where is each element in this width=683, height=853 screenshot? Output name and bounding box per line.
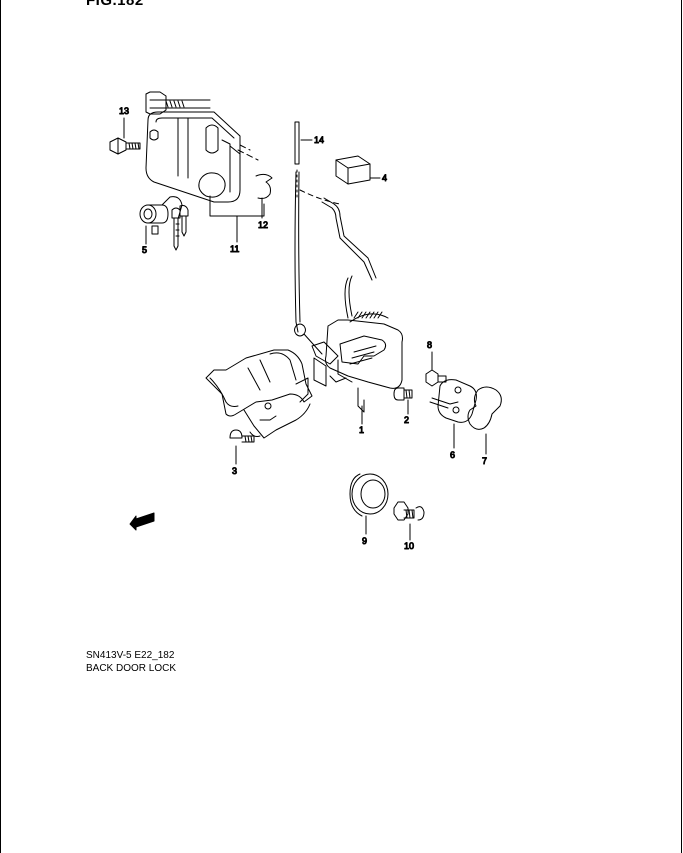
callout-1: 1 — [359, 425, 364, 435]
callout-8: 8 — [427, 340, 432, 350]
part-8-bolt — [425, 369, 447, 387]
part-1-latch — [311, 311, 403, 413]
part-12-gasket — [255, 173, 273, 199]
callout-5: 5 — [142, 245, 147, 255]
part-3-screw — [229, 429, 255, 443]
dash-rod — [299, 189, 341, 205]
part-5-key-cylinder — [139, 196, 189, 251]
part-2-screw — [393, 387, 413, 401]
callout-9: 9 — [362, 536, 367, 546]
diagram-code: SN413V-5 E22_182 — [86, 650, 175, 661]
part-4-pad — [335, 155, 371, 185]
link-rod — [321, 197, 377, 319]
callout-7: 7 — [482, 456, 487, 466]
callout-6: 6 — [450, 450, 455, 460]
callout-14: 14 — [314, 135, 324, 145]
callout-13: 13 — [119, 106, 129, 116]
part-11-handle — [145, 91, 241, 203]
callout-12: 12 — [258, 220, 268, 230]
part-10-bolt — [393, 501, 425, 521]
part-6-striker — [429, 379, 477, 423]
callout-10: 10 — [404, 541, 414, 551]
callout-2: 2 — [404, 415, 409, 425]
callout-4: 4 — [382, 173, 387, 183]
fwd-arrow-icon: FWD — [129, 512, 155, 531]
part-14-rod — [294, 121, 323, 355]
part-13-bolt — [109, 137, 141, 155]
part-7-shim — [467, 386, 502, 430]
figure-title: FIG.182 — [86, 0, 144, 9]
fwd-label: FWD — [140, 515, 153, 524]
part-protector — [205, 349, 313, 439]
dash-handle — [237, 144, 259, 161]
callout-11: 11 — [230, 244, 239, 254]
callout-3: 3 — [232, 466, 237, 476]
part-9-grommet — [349, 473, 389, 517]
diagram-name: BACK DOOR LOCK — [86, 663, 177, 674]
